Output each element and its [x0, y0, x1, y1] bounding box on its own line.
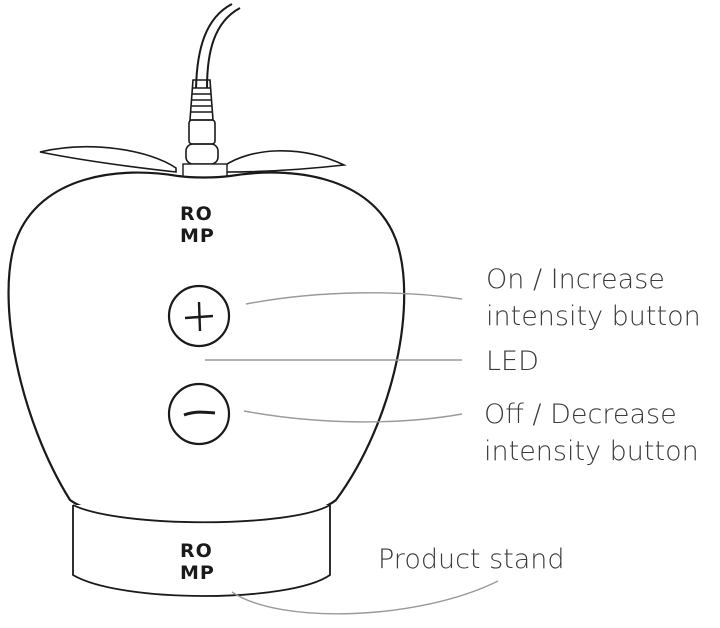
label-led: LED: [486, 346, 539, 377]
label-stand: Product stand: [378, 544, 565, 575]
label-increase-line2: intensity button: [486, 301, 701, 332]
body-logo-top: RO: [180, 203, 213, 225]
product-stand: [72, 504, 331, 597]
label-decrease-line2: intensity button: [484, 436, 699, 467]
stand-logo-bottom: MP: [180, 562, 215, 584]
leader-stand: [231, 580, 499, 615]
cable-inner: [206, 7, 241, 89]
cable: [195, 3, 233, 89]
minus-icon: [183, 410, 216, 417]
stand-logo-top: RO: [180, 540, 213, 562]
label-decrease-line1: Off / Decrease: [484, 399, 677, 430]
leader-decrease: [243, 410, 463, 423]
body-logo-bottom: MP: [180, 225, 215, 247]
right-leaf: [223, 150, 347, 173]
connector-plug: [185, 79, 219, 165]
label-increase-line1: On / Increase: [486, 264, 665, 295]
leader-increase: [245, 292, 463, 305]
decrease-button[interactable]: [167, 382, 231, 446]
left-leaf: [39, 146, 177, 173]
increase-button[interactable]: [167, 284, 231, 348]
